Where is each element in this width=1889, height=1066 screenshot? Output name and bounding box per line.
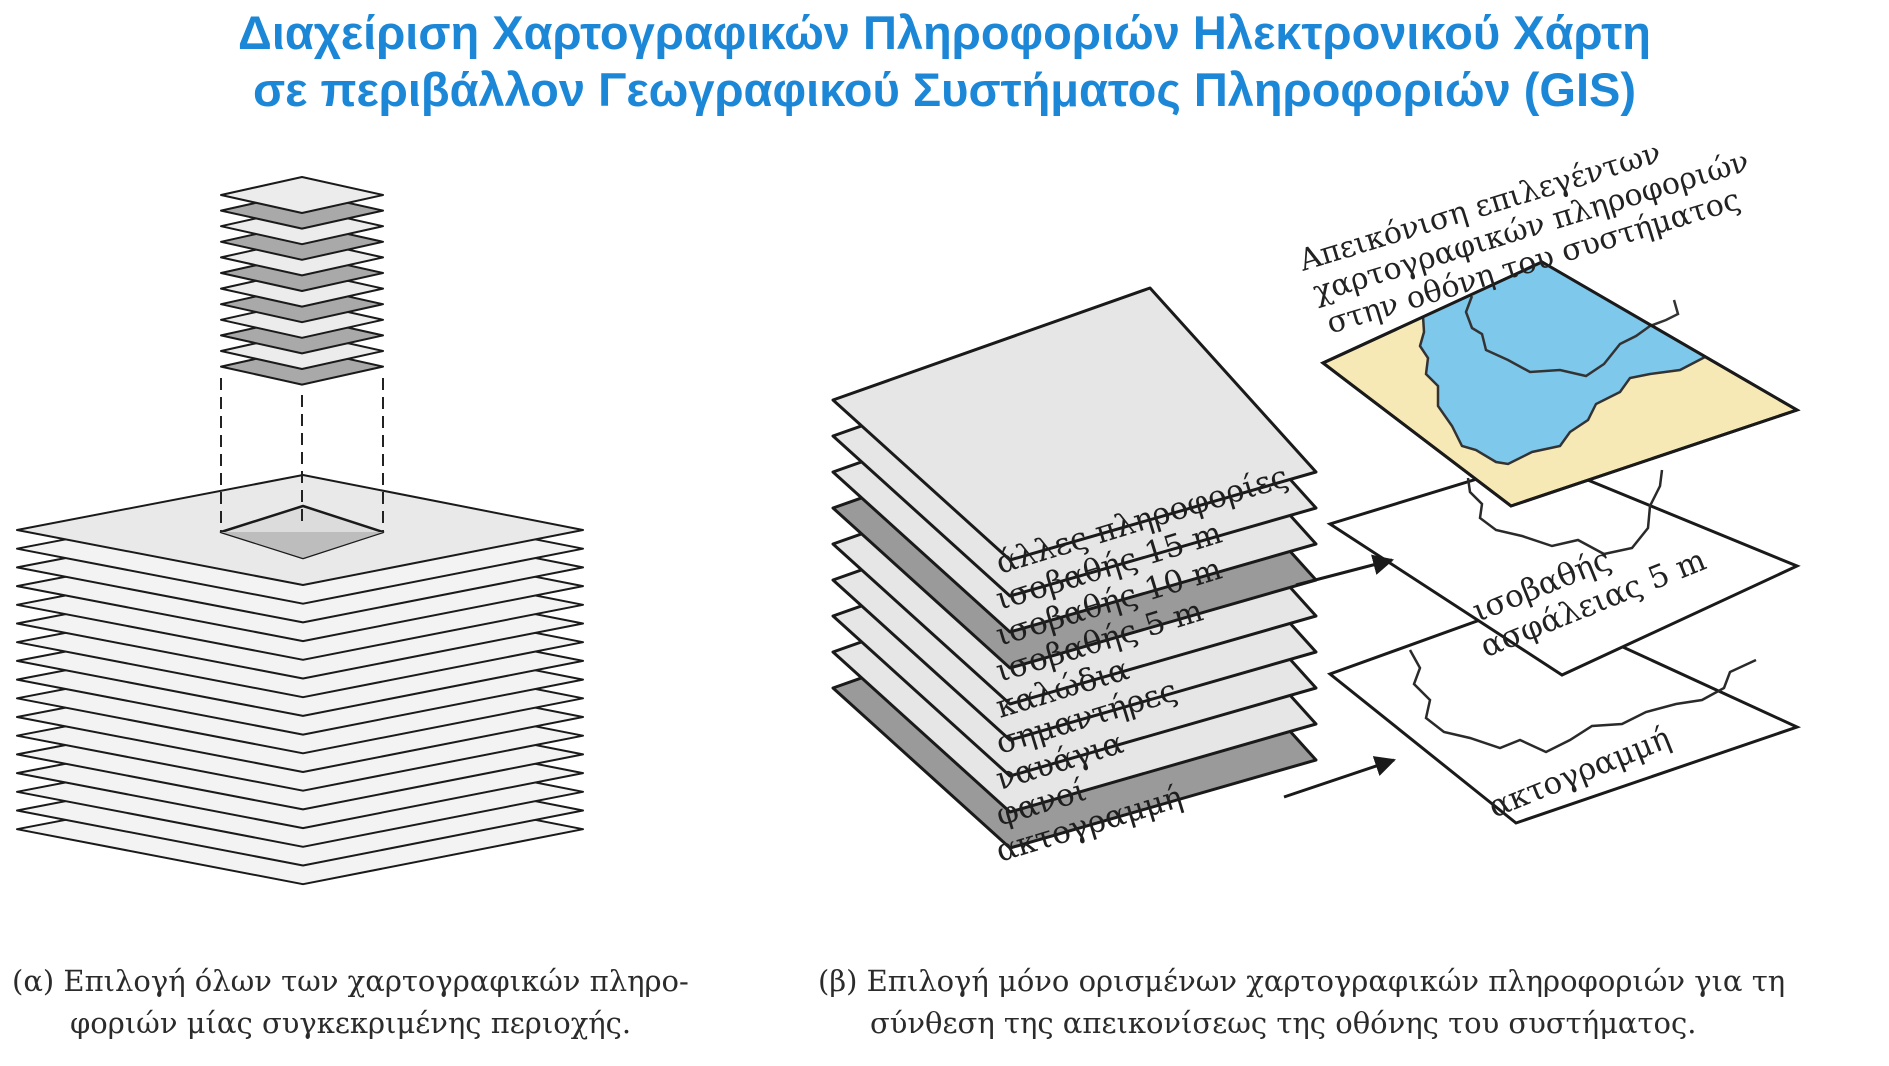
right-caption-line-1: (β) Επιλογή μόνο ορισμένων χαρτογραφικών…: [818, 964, 1786, 998]
right-caption: (β) Επιλογή μόνο ορισμένων χαρτογραφικών…: [818, 960, 1785, 1044]
left-caption-line-2: φοριών μίας συγκεκριμένης περιοχής.: [70, 1006, 632, 1040]
page-title: Διαχείριση Χαρτογραφικών Πληροφοριών Ηλε…: [0, 4, 1889, 118]
right-layer-stack: ακτογραμμήφανοίναυάγιασημαντήρεςκαλώδιαι…: [831, 286, 1318, 870]
right-caption-line-2: σύνθεση της απεικονίσεως της οθόνης του …: [870, 1006, 1697, 1040]
display-layer-sea: [1420, 262, 1705, 464]
display-map-layer: [1320, 260, 1801, 508]
small-layer: [220, 176, 384, 214]
left-dashed-connectors: [220, 378, 384, 532]
left-caption-line-1: (α) Επιλογή όλων των χαρτογραφικών πληρο…: [12, 964, 689, 998]
left-selected-area-stack: [220, 176, 384, 386]
left-caption: (α) Επιλογή όλων των χαρτογραφικών πληρο…: [12, 960, 689, 1044]
layer-sheet: [831, 286, 1318, 562]
title-line-2: σε περιβάλλον Γεωγραφικού Συστήματος Πλη…: [252, 63, 1637, 116]
selected-coast-layer: [1326, 601, 1802, 825]
left-full-layer-stack: [16, 474, 584, 886]
display-coastline: [1418, 315, 1706, 466]
coast-line: [1408, 649, 1757, 754]
arrow-to-depth: [1295, 554, 1395, 587]
selected-depth-layer: [1326, 458, 1801, 677]
display-layer-border: [1320, 260, 1801, 508]
arrow-to-coast: [1283, 756, 1396, 799]
selected-layers: Απεικόνιση επιλεγέντων χαρτογραφικών πλη…: [1283, 135, 1802, 825]
selected-area-shade: [221, 532, 383, 558]
title-line-1: Διαχείριση Χαρτογραφικών Πληροφοριών Ηλε…: [238, 6, 1651, 59]
display-depth-contour: [1464, 295, 1680, 378]
depth-contour-line: [1466, 469, 1664, 556]
